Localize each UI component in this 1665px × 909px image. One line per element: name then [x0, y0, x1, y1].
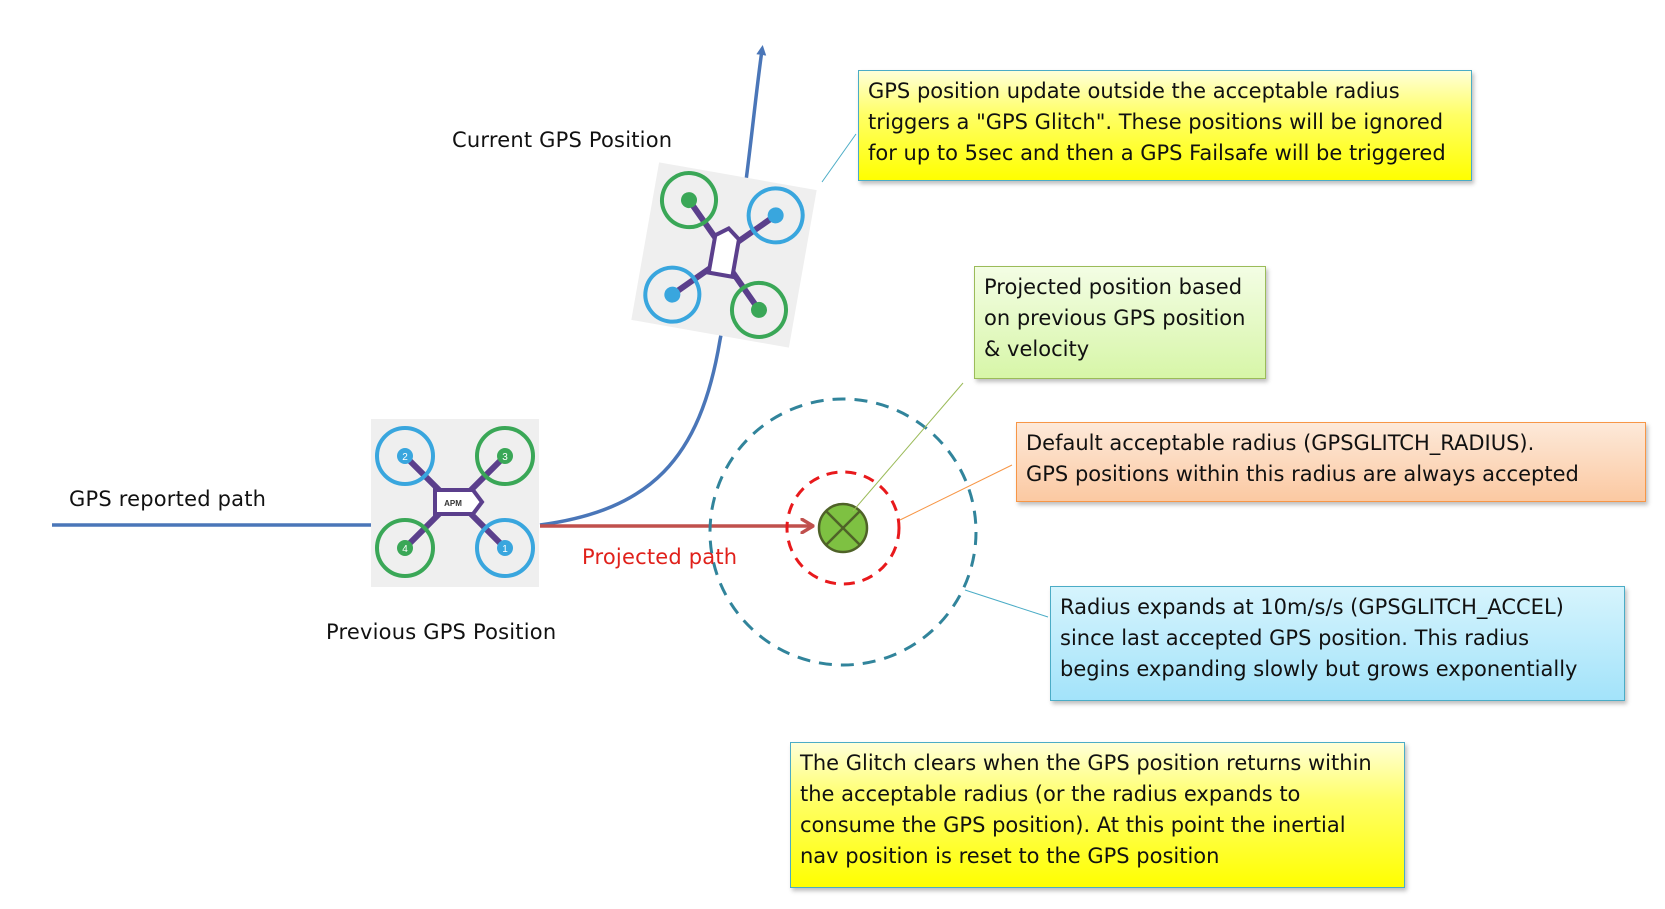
glitch-trigger-callout: GPS position update outside the acceptab… — [858, 70, 1472, 181]
default-radius-callout: Default acceptable radius (GPSGLITCH_RAD… — [1016, 422, 1646, 502]
leader-line-default-radius — [899, 464, 1013, 521]
leader-line-projected — [852, 382, 964, 512]
callout-line: on previous GPS position — [984, 306, 1246, 330]
controller-label: APM — [444, 499, 462, 508]
expanding-radius-circle — [708, 397, 978, 667]
radius-expands-callout: Radius expands at 10m/s/s (GPSGLITCH_ACC… — [1050, 586, 1625, 701]
callout-line: Radius expands at 10m/s/s (GPSGLITCH_ACC… — [1060, 595, 1564, 619]
callout-line: The Glitch clears when the GPS position … — [800, 751, 1372, 775]
motor-4-number: 4 — [402, 544, 408, 555]
callout-line: Default acceptable radius (GPSGLITCH_RAD… — [1026, 431, 1535, 455]
callout-line: GPS positions within this radius are alw… — [1026, 462, 1579, 486]
projected-position-callout: Projected position based on previous GPS… — [974, 266, 1266, 379]
callout-line: since last accepted GPS position. This r… — [1060, 626, 1530, 650]
motor-1-number: 1 — [502, 544, 508, 555]
projected-position-marker-icon — [817, 502, 869, 554]
previous-position-drone-icon: APM 2 3 4 1 — [371, 419, 539, 587]
current-gps-position-label: Current GPS Position — [452, 128, 673, 152]
gps-reported-path-label: GPS reported path — [69, 487, 267, 511]
gps-path-curve — [539, 45, 767, 527]
projected-path-label: Projected path — [582, 545, 738, 569]
motor-2-number: 2 — [402, 452, 408, 463]
glitch-clears-callout: The Glitch clears when the GPS position … — [790, 742, 1405, 888]
leader-line-expanding-radius — [964, 589, 1049, 618]
leader-line-glitch — [821, 133, 857, 183]
callout-line: for up to 5sec and then a GPS Failsafe w… — [868, 141, 1446, 165]
callout-line: begins expanding slowly but grows expone… — [1060, 657, 1578, 681]
callout-line: the acceptable radius (or the radius exp… — [800, 782, 1301, 806]
callout-line: GPS position update outside the acceptab… — [868, 79, 1400, 103]
callout-line: triggers a "GPS Glitch". These positions… — [868, 110, 1444, 134]
current-position-drone-icon — [631, 162, 817, 348]
previous-gps-position-label: Previous GPS Position — [326, 620, 557, 644]
motor-3-number: 3 — [502, 452, 508, 463]
default-radius-circle — [785, 470, 901, 586]
callout-line: consume the GPS position). At this point… — [800, 813, 1346, 837]
callout-line: Projected position based — [984, 275, 1243, 299]
callout-line: & velocity — [984, 337, 1090, 361]
callout-line: nav position is reset to the GPS positio… — [800, 844, 1220, 868]
